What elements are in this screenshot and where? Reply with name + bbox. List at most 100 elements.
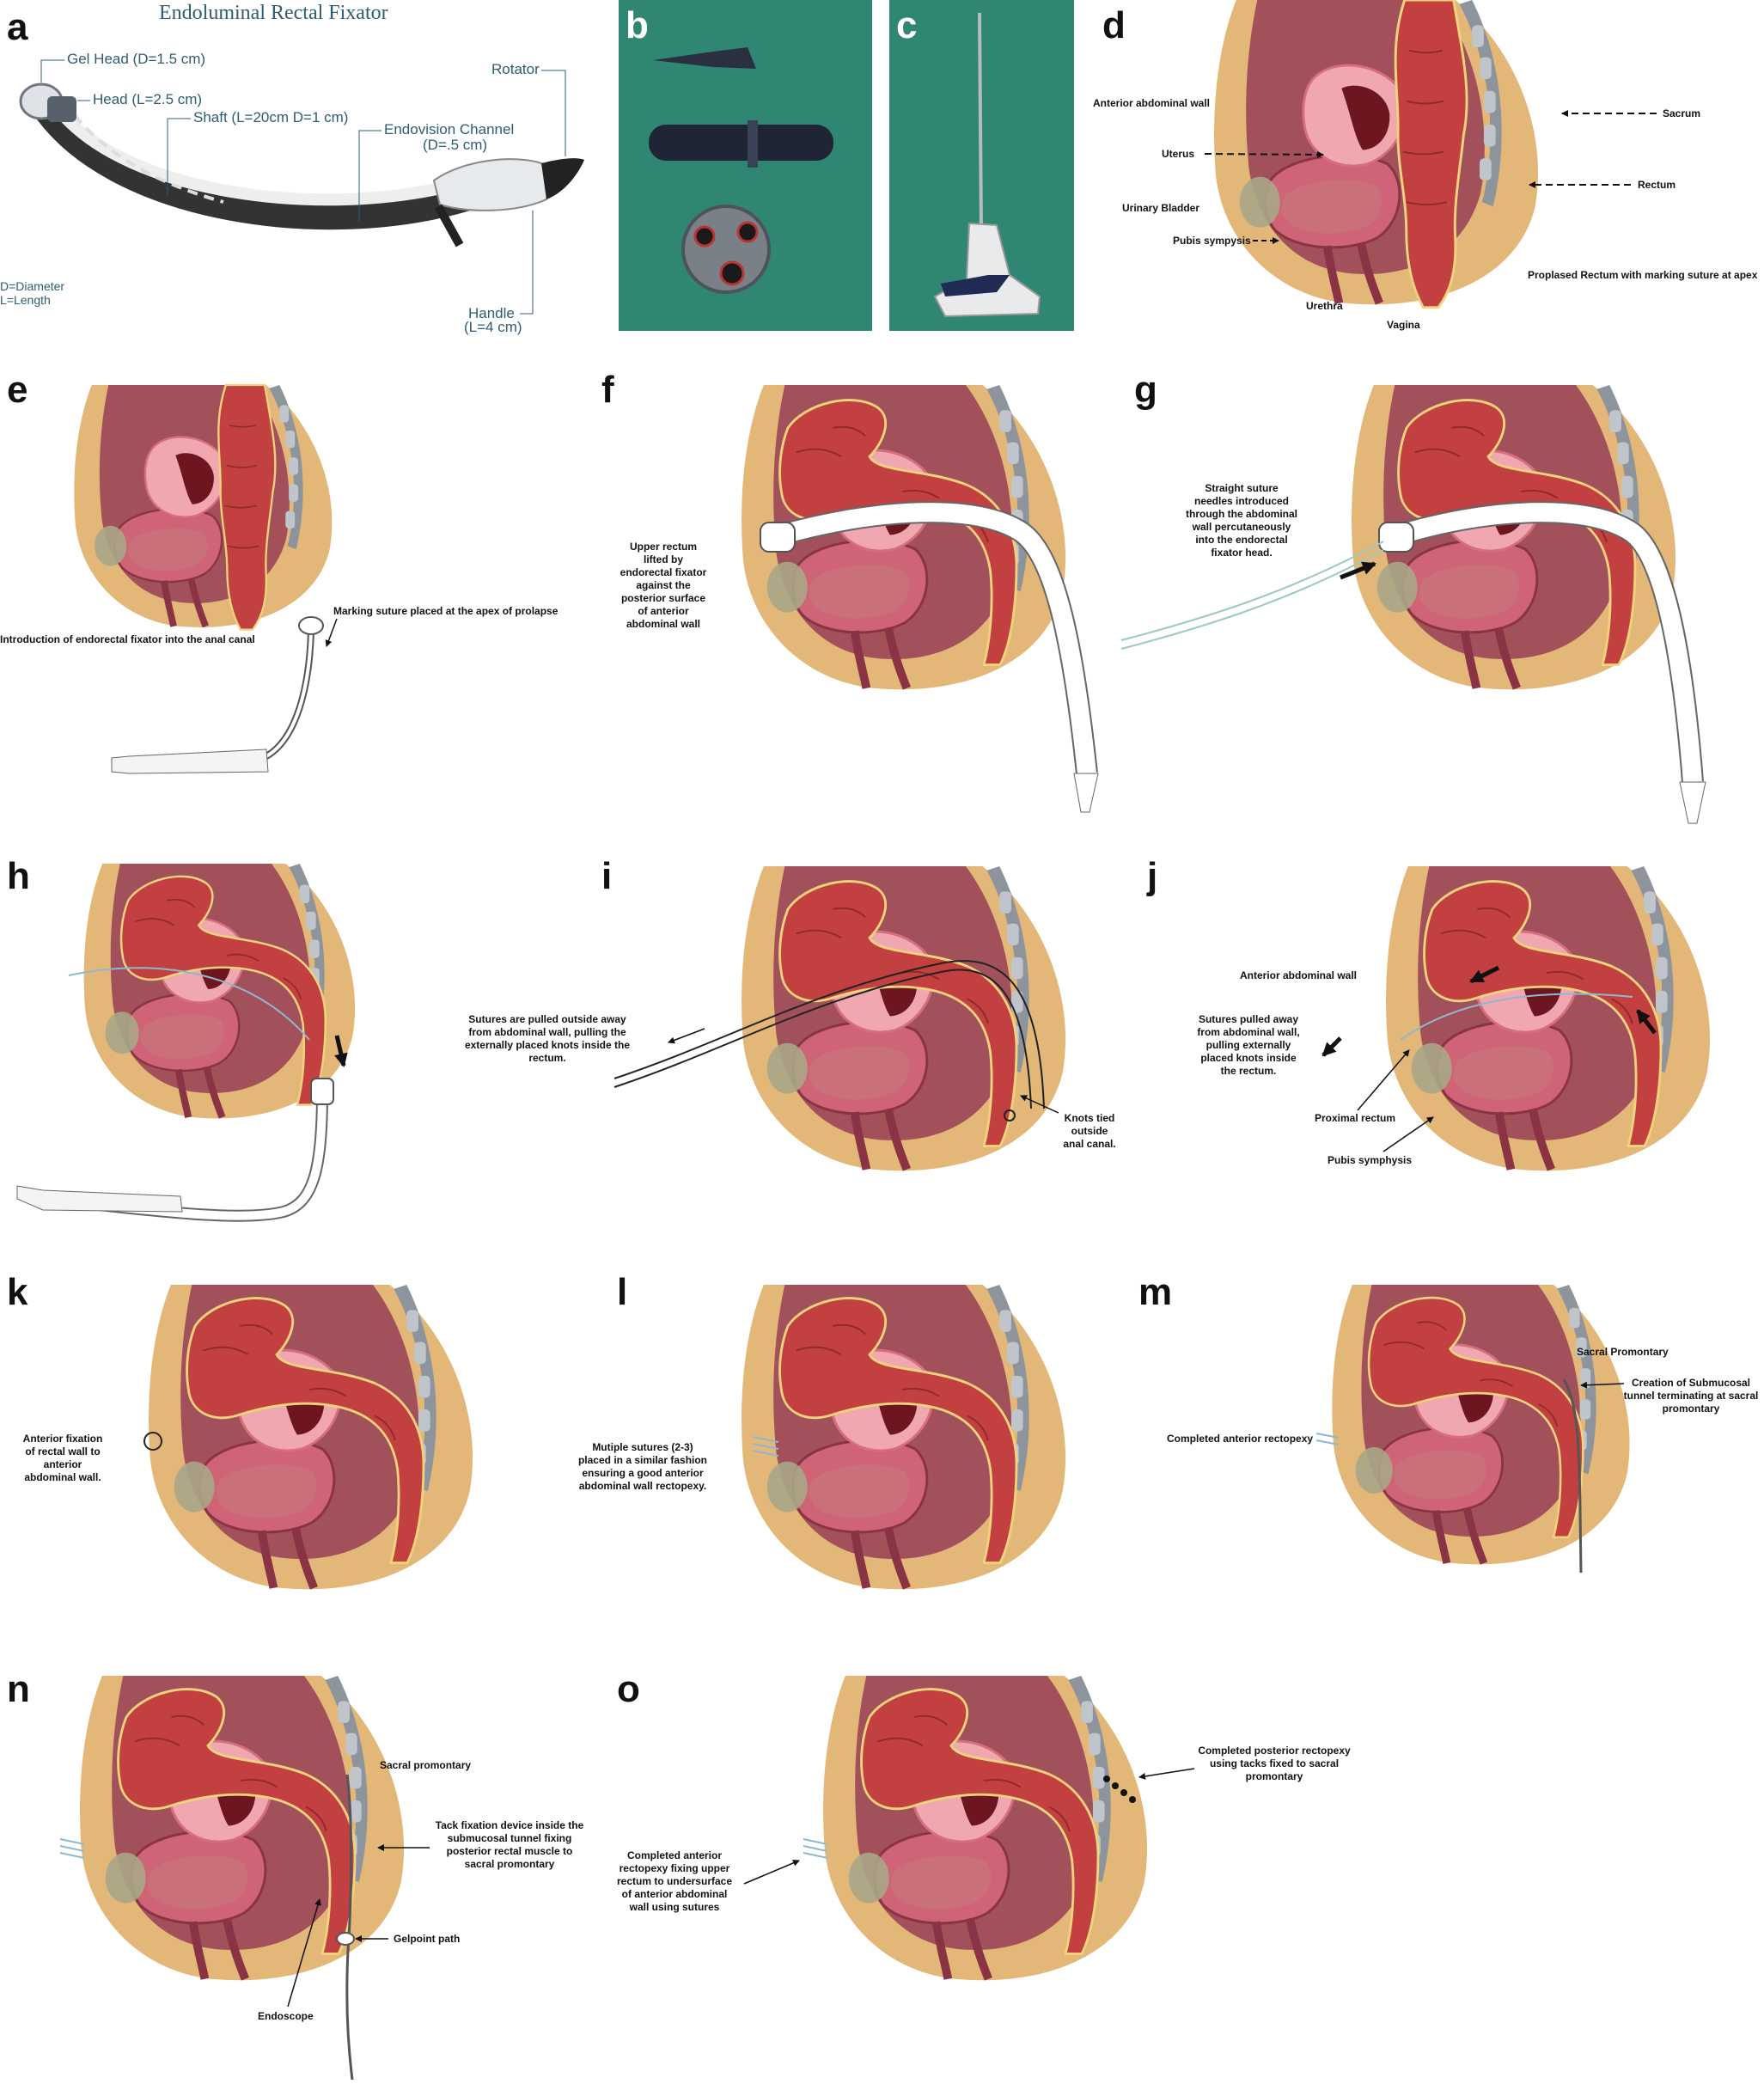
label-o-posterior: promontary bbox=[1246, 1770, 1303, 1782]
label-f-line: lifted by bbox=[644, 553, 683, 565]
channel-label: Endovision Channel bbox=[384, 121, 514, 138]
panel-letter-m: m bbox=[1138, 1271, 1172, 1313]
panel-f: f Upper rectum lifted by endorectal fixa… bbox=[601, 369, 1098, 812]
label-j-pulled: Sutures pulled away bbox=[1199, 1013, 1298, 1025]
legend-length: L=Length bbox=[0, 293, 51, 307]
label-urethra: Urethra bbox=[1306, 300, 1343, 312]
panel-n: n Sacral promontary Tack fixation device… bbox=[7, 1668, 584, 2080]
fixator-handle bbox=[434, 159, 557, 211]
tacker-shaft bbox=[980, 13, 981, 232]
label-k-line: anterior bbox=[44, 1458, 82, 1470]
panel-a: a Endoluminal Rectal Fixator Gel Head (D… bbox=[0, 2, 584, 335]
panel-letter-e: e bbox=[7, 369, 27, 411]
label-i-pulled: rectum. bbox=[528, 1052, 565, 1064]
label-i-pulled: from abdominal wall, pulling the bbox=[468, 1026, 626, 1038]
channel-diameter-label: (D=.5 cm) bbox=[423, 137, 487, 153]
panel-letter-o: o bbox=[617, 1668, 640, 1710]
label-l-line: placed in a similar fashion bbox=[578, 1454, 707, 1466]
label-j-pulled: from abdominal wall, bbox=[1197, 1026, 1299, 1038]
panel-c: c bbox=[889, 0, 1074, 331]
label-o-anterior: Completed anterior bbox=[627, 1849, 722, 1861]
label-i-knots: Knots tied bbox=[1065, 1112, 1115, 1124]
label-g-line: needles introduced bbox=[1194, 495, 1289, 507]
panel-letter-f: f bbox=[601, 369, 614, 411]
label-sacrum: Sacrum bbox=[1663, 107, 1700, 119]
label-o-anterior: of anterior abdominal bbox=[622, 1888, 728, 1900]
label-g-needles: Straight suture needles introduced throu… bbox=[1186, 482, 1297, 559]
panel-g: g Straight suture needles introduced thr… bbox=[1121, 369, 1706, 823]
label-n-tack: submucosal tunnel fixing bbox=[448, 1832, 572, 1844]
label-l-line: ensuring a good anterior bbox=[582, 1467, 704, 1479]
head-label: Head (L=2.5 cm) bbox=[93, 91, 202, 107]
label-g-line: fixator head. bbox=[1211, 547, 1272, 559]
fixator-rotator bbox=[541, 158, 584, 199]
panel-letter-a: a bbox=[7, 6, 28, 48]
label-o-anterior: rectopexy fixing upper bbox=[620, 1862, 730, 1874]
label-marking-suture: Marking suture placed at the apex of pro… bbox=[333, 605, 558, 617]
label-g-line: wall percutaneously bbox=[1192, 521, 1291, 533]
label-n-tack: Tack fixation device inside the bbox=[436, 1819, 584, 1831]
label-n-endoscope: Endoscope bbox=[258, 2010, 314, 2022]
label-i-pulled: Sutures are pulled outside away bbox=[468, 1013, 626, 1025]
panel-d: d Anterior abdominal wall Uterus Urinary… bbox=[1093, 0, 1758, 331]
label-f-line: of anterior bbox=[638, 605, 689, 617]
gel-head-label: Gel Head (D=1.5 cm) bbox=[67, 51, 205, 67]
panel-letter-h: h bbox=[7, 855, 30, 897]
panel-m: m Sacral Promontary Creation of Submucos… bbox=[1138, 1271, 1758, 1573]
fixator-head bbox=[47, 96, 76, 122]
label-f-line: posterior surface bbox=[621, 592, 705, 604]
label-k-line: abdominal wall. bbox=[24, 1471, 101, 1483]
label-uterus: Uterus bbox=[1162, 148, 1194, 160]
panel-letter-l: l bbox=[617, 1271, 627, 1313]
label-o-posterior: using tacks fixed to sacral bbox=[1210, 1757, 1339, 1769]
panel-letter-c: c bbox=[896, 4, 917, 46]
label-f-line: abdominal wall bbox=[626, 618, 700, 630]
panel-letter-j: j bbox=[1146, 855, 1157, 897]
panel-e: e Introduction of endorectal fixator int… bbox=[0, 369, 558, 773]
label-n-tack: posterior rectal muscle to bbox=[447, 1845, 573, 1857]
label-g-line: Straight suture bbox=[1205, 482, 1279, 494]
label-f-upper-rectum: Upper rectum lifted by endorectal fixato… bbox=[620, 541, 707, 630]
label-j-pulled: the rectum. bbox=[1221, 1065, 1277, 1077]
label-m-completed: Completed anterior rectopexy bbox=[1167, 1433, 1313, 1445]
label-introduction: Introduction of endorectal fixator into … bbox=[0, 633, 255, 645]
label-l-line: abdominal wall rectopexy. bbox=[579, 1480, 707, 1492]
panel-letter-d: d bbox=[1102, 4, 1126, 46]
panel-j: j Anterior abdominal wall Sutures pulled… bbox=[1146, 855, 1710, 1170]
label-m-tunnel: tunnel terminating at sacral bbox=[1624, 1390, 1759, 1402]
label-f-line: against the bbox=[636, 579, 691, 591]
label-m-tunnel: promontary bbox=[1663, 1403, 1720, 1415]
panel-l: l Mutiple sutures (2-3) placed in a simi… bbox=[578, 1271, 1065, 1589]
label-k-line: Anterior fixation bbox=[23, 1433, 103, 1445]
label-j-pubis: Pubis symphysis bbox=[1328, 1154, 1412, 1166]
label-j-pulled: placed knots inside bbox=[1200, 1052, 1297, 1064]
handle-length-label: (L=4 cm) bbox=[464, 319, 522, 335]
label-n-gelpoint: Gelpoint path bbox=[394, 1933, 460, 1945]
label-j-pulled: pulling externally bbox=[1206, 1039, 1291, 1051]
label-m-sacral: Sacral Promontary bbox=[1577, 1346, 1669, 1358]
label-pubis: Pubis sympysis bbox=[1173, 235, 1251, 247]
fixator-title: Endoluminal Rectal Fixator bbox=[159, 2, 388, 24]
panel-letter-i: i bbox=[601, 855, 612, 897]
label-o-anterior: rectum to undersurface bbox=[617, 1875, 732, 1887]
label-i-knots: outside bbox=[1071, 1125, 1108, 1137]
panel-letter-b: b bbox=[626, 4, 649, 46]
label-n-tack: sacral promontary bbox=[465, 1858, 555, 1870]
label-anterior-wall: Anterior abdominal wall bbox=[1093, 97, 1210, 109]
label-j-anterior-wall: Anterior abdominal wall bbox=[1240, 969, 1357, 981]
label-j-proximal-rectum: Proximal rectum bbox=[1315, 1112, 1395, 1124]
rotator-label: Rotator bbox=[491, 61, 540, 77]
label-bladder: Urinary Bladder bbox=[1122, 202, 1199, 214]
panel-letter-n: n bbox=[7, 1668, 30, 1710]
legend-diameter: D=Diameter bbox=[0, 279, 64, 293]
panel-k: k Anterior fixation of rectal wall to an… bbox=[7, 1271, 473, 1589]
panel-h: h bbox=[7, 855, 355, 1216]
panel-o: o Completed posterior rectopexy using ta… bbox=[617, 1668, 1351, 1980]
cylinder-device bbox=[649, 125, 833, 161]
label-i-knots: anal canal. bbox=[1063, 1138, 1115, 1150]
label-m-tunnel: Creation of Submucosal bbox=[1632, 1377, 1750, 1389]
panel-letter-g: g bbox=[1134, 369, 1157, 411]
label-l-line: Mutiple sutures (2-3) bbox=[592, 1441, 693, 1453]
label-prolapsed-rectum: Proplased Rectum with marking suture at … bbox=[1528, 269, 1758, 281]
panel-i: i Sutures are pulled outside away from a… bbox=[465, 855, 1116, 1170]
